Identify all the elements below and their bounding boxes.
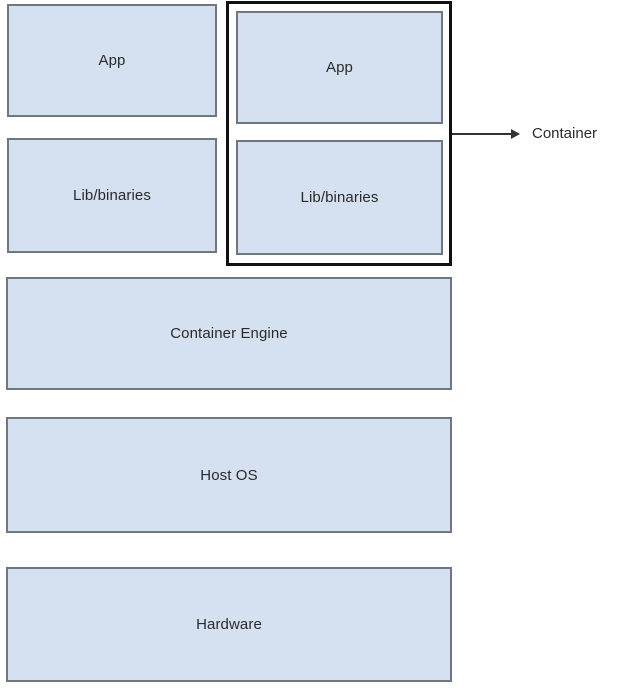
- box-host-os: Host OS: [6, 417, 452, 533]
- box-lib-binaries-container: Lib/binaries: [236, 140, 443, 255]
- box-app-container-label: App: [326, 59, 353, 76]
- box-container-engine: Container Engine: [6, 277, 452, 390]
- container-callout-arrow-line: [452, 133, 512, 135]
- box-hardware-label: Hardware: [196, 616, 262, 633]
- box-host-os-label: Host OS: [200, 466, 258, 484]
- box-lib-binaries-container-label: Lib/binaries: [300, 189, 379, 206]
- box-app-container: App: [236, 11, 443, 124]
- box-container-engine-label: Container Engine: [170, 325, 288, 342]
- box-app-left: App: [7, 4, 217, 117]
- box-lib-binaries-left-label: Lib/binaries: [73, 187, 151, 204]
- container-callout-label: Container: [532, 125, 598, 142]
- container-callout-arrowhead-icon: [511, 129, 520, 139]
- box-hardware: Hardware: [6, 567, 452, 682]
- box-lib-binaries-left: Lib/binaries: [7, 138, 217, 253]
- box-app-left-label: App: [98, 52, 126, 69]
